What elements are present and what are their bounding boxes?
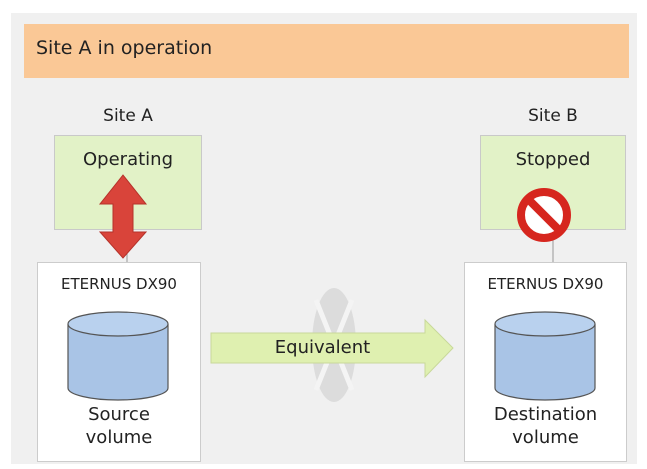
equivalent-arrow bbox=[210, 318, 454, 379]
destination-volume-cylinder-icon bbox=[494, 311, 596, 401]
site-b-storage-name: ETERNUS DX90 bbox=[487, 275, 604, 293]
site-b-storage-box: ETERNUS DX90 Destination volume bbox=[464, 262, 627, 462]
title-banner: Site A in operation bbox=[24, 24, 629, 78]
source-volume-line1: Source bbox=[88, 404, 150, 425]
site-b-label: Site B bbox=[528, 106, 578, 126]
destination-volume-line2: volume bbox=[512, 427, 579, 448]
double-arrow-icon bbox=[98, 174, 148, 259]
source-volume-line2: volume bbox=[85, 427, 153, 448]
site-a-storage-name: ETERNUS DX90 bbox=[61, 275, 177, 293]
banner-title: Site A in operation bbox=[36, 37, 213, 59]
site-a-status: Operating bbox=[83, 149, 173, 170]
site-a-label: Site A bbox=[103, 106, 153, 126]
site-b-status: Stopped bbox=[515, 149, 591, 170]
destination-volume-label: Destination volume bbox=[465, 403, 626, 449]
destination-volume-line1: Destination bbox=[493, 404, 598, 425]
equivalent-label: Equivalent bbox=[274, 337, 371, 358]
source-volume-label: Source volume bbox=[38, 403, 200, 449]
source-volume-cylinder-icon bbox=[67, 311, 169, 401]
prohibited-icon bbox=[517, 188, 571, 242]
